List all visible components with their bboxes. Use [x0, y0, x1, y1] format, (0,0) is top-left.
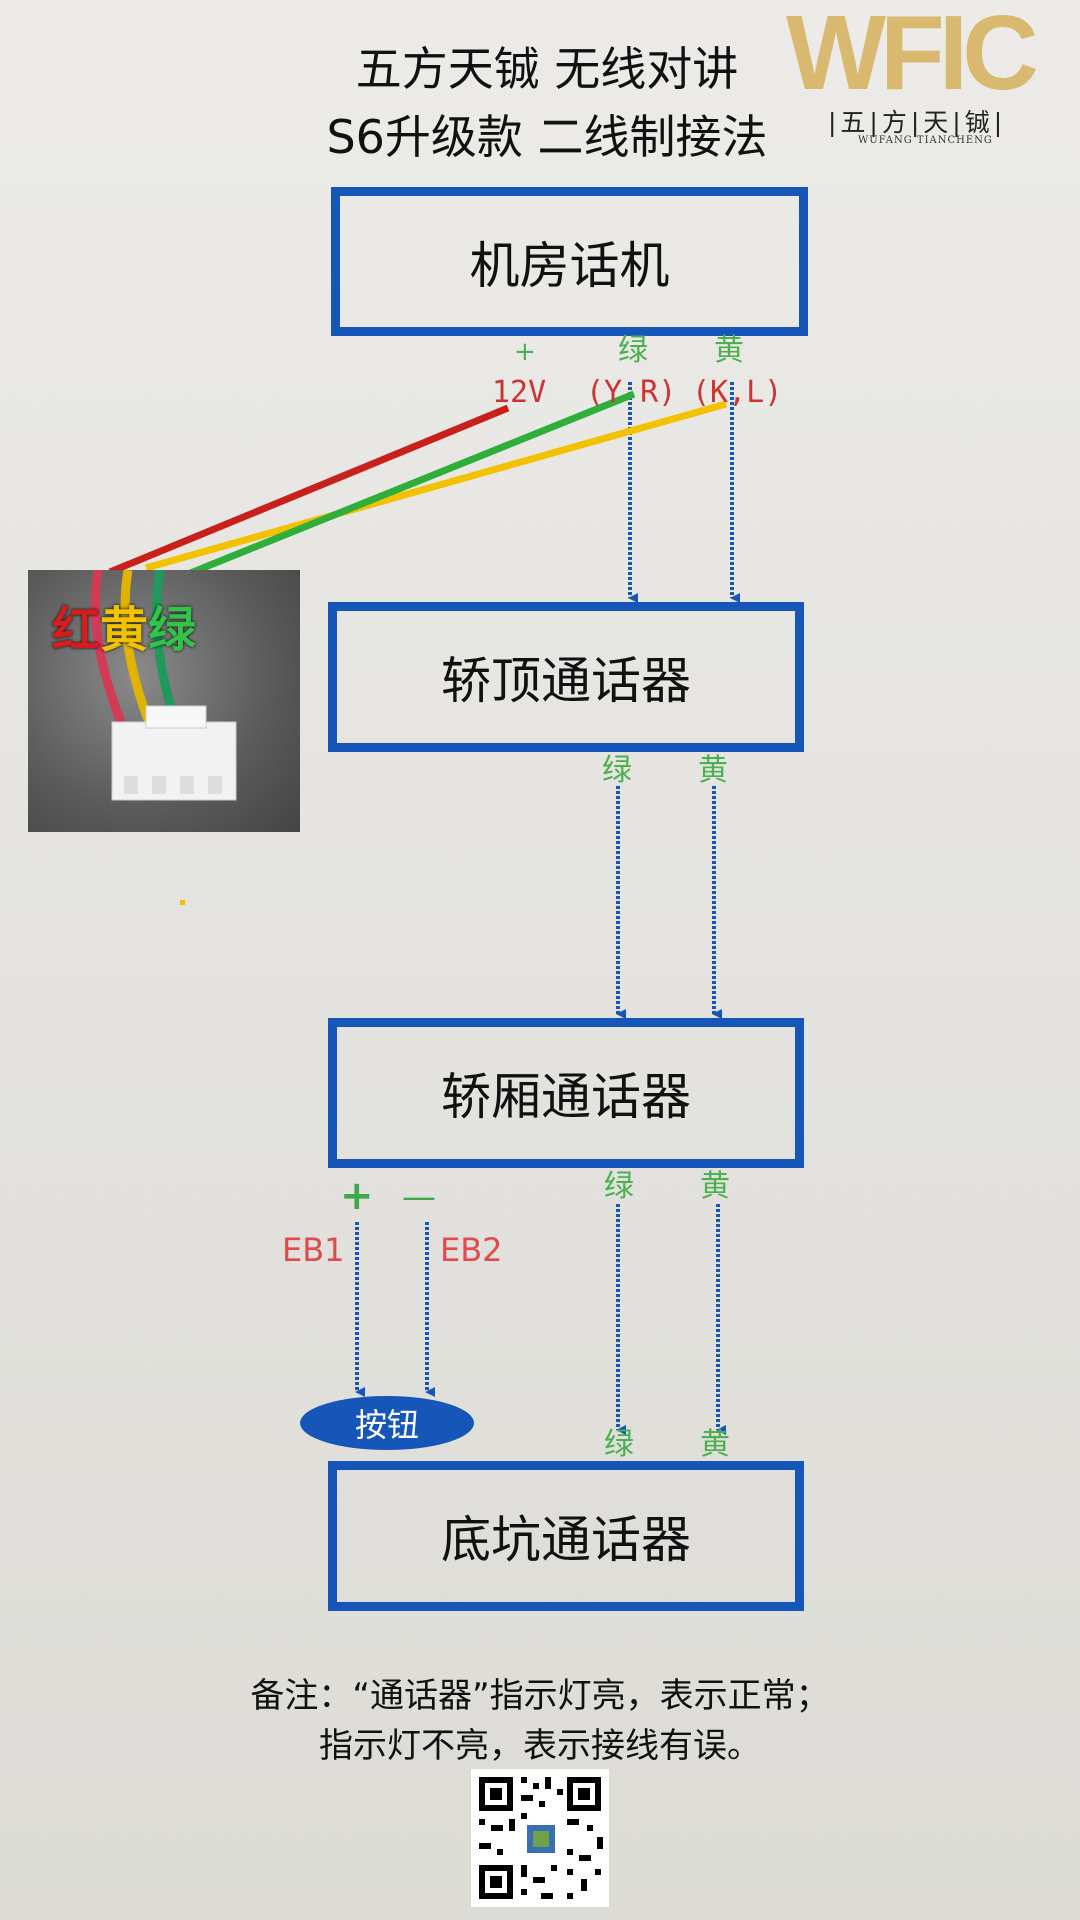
- red-wire: [108, 404, 510, 576]
- car-intercom-label: 轿厢通话器: [441, 1068, 691, 1126]
- call-button-label: 按钮: [354, 1406, 419, 1444]
- green-label-cartop: 绿: [602, 753, 632, 788]
- yellow-label-car: 黄: [700, 1169, 730, 1204]
- car-top-intercom-label: 轿顶通话器: [441, 652, 691, 710]
- wire-color-yellow: 黄: [100, 602, 149, 658]
- minus-label: —: [402, 1177, 436, 1217]
- logo-chinese: |五|方|天|铖|: [828, 108, 1007, 137]
- yellow-dot: [180, 900, 185, 905]
- call-button-shape: 按钮: [300, 1396, 474, 1450]
- note-line-1: 备注：“通话器”指示灯亮，表示正常；: [250, 1676, 830, 1716]
- qr-code: [471, 1769, 609, 1907]
- machine-room-phone-box: 机房话机: [331, 187, 808, 336]
- green-label-top: 绿: [618, 333, 648, 368]
- note-line-2: 指示灯不亮，表示接线有误。: [319, 1726, 761, 1766]
- qr-code-pattern: [479, 1777, 603, 1899]
- eb1-label: EB1: [282, 1231, 345, 1269]
- plus-label: +: [340, 1173, 374, 1219]
- green-label-pit: 绿: [604, 1427, 634, 1462]
- 12v-label: 12V: [492, 375, 547, 410]
- logo-mark: WFIC: [786, 0, 1039, 112]
- yellow-label-pit: 黄: [700, 1427, 730, 1462]
- connector-illustration: [90, 570, 237, 801]
- logo-english: WUFANG TIANCHENG: [858, 135, 993, 146]
- eb2-label: EB2: [440, 1231, 503, 1269]
- title-line-1: 五方天铖 无线对讲: [355, 42, 739, 96]
- yellow-label-cartop: 黄: [698, 753, 728, 788]
- yellow-wire: [145, 400, 727, 572]
- green-label-car: 绿: [604, 1169, 634, 1204]
- wire-color-green: 绿: [148, 602, 197, 658]
- yellow-label-top: 黄: [714, 333, 744, 368]
- yr-label: (Y R): [586, 375, 677, 410]
- car-top-intercom-box: 轿顶通话器: [328, 602, 804, 752]
- pit-intercom-box: 底坑通话器: [328, 1461, 804, 1611]
- plus-label-top: +: [514, 337, 536, 367]
- connector-photo: [28, 570, 300, 832]
- car-intercom-box: 轿厢通话器: [328, 1018, 804, 1168]
- title-line-2: S6升级款 二线制接法: [326, 110, 768, 164]
- wire-color-red: 红: [52, 602, 101, 658]
- green-wire: [186, 390, 636, 578]
- pit-intercom-label: 底坑通话器: [441, 1511, 691, 1569]
- machine-room-phone-label: 机房话机: [469, 236, 670, 295]
- kl-label: (K,L): [692, 375, 783, 410]
- wire-color-label: 红黄绿: [52, 590, 196, 660]
